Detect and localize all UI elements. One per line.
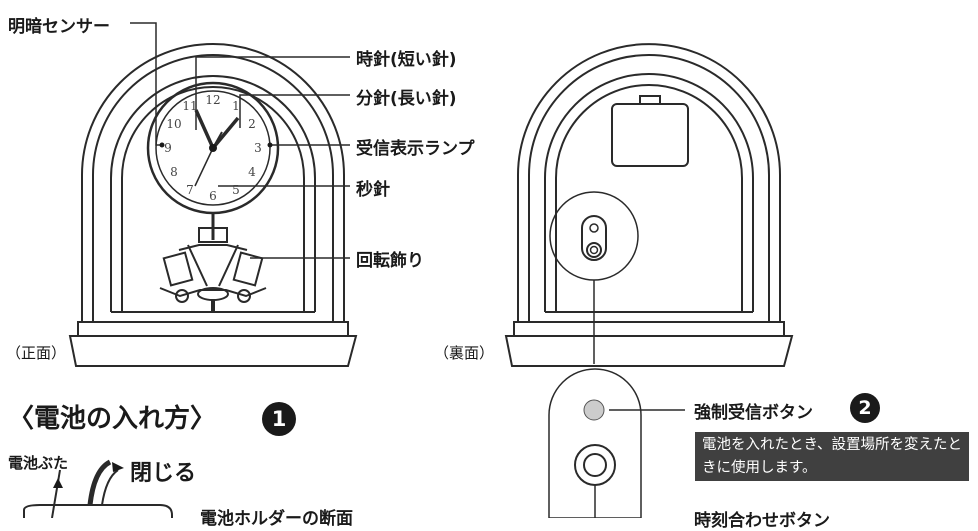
- front-arch-outer: [81, 43, 345, 322]
- ornament-right: [232, 251, 264, 287]
- close-label: 閉じる: [130, 461, 197, 486]
- back-base: [504, 335, 794, 367]
- svg-text:8: 8: [170, 165, 178, 179]
- reception-lamp-label: 受信表示ランプ: [356, 139, 475, 159]
- hour-hand: [211, 116, 240, 150]
- svg-text:11: 11: [182, 99, 197, 113]
- svg-text:10: 10: [166, 117, 181, 131]
- battery-heading: 〈電池の入れ方〉: [8, 404, 217, 434]
- svg-text:12: 12: [205, 93, 220, 107]
- minute-hand-label: 分針(長い針): [356, 89, 457, 109]
- rotating-ornament-label: 回転飾り: [356, 251, 424, 271]
- battery-cover-label: 電池ぶた: [8, 454, 69, 472]
- front-base-top: [77, 321, 349, 337]
- svg-text:1: 1: [232, 99, 240, 113]
- light-sensor-label: 明暗センサー: [8, 17, 110, 37]
- front-arch-inner: [121, 86, 305, 312]
- second-hand-label: 秒針: [356, 180, 390, 200]
- time-set-button-label: 時刻合わせボタン: [694, 511, 830, 531]
- button-zoom-circle: [549, 191, 639, 281]
- hour-hand-label: 時針(短い針): [356, 50, 457, 70]
- svg-text:9: 9: [164, 141, 172, 155]
- battery-holder-section-label: 電池ホルダーの断面: [200, 509, 353, 529]
- front-arch-2: [92, 54, 334, 322]
- clock-bezel: [146, 81, 280, 215]
- force-receive-note: 電池を入れたとき、設置場所を変えたときに使用します。: [695, 432, 969, 481]
- front-arch-3: [110, 75, 316, 312]
- svg-text:5: 5: [232, 183, 240, 197]
- svg-text:7: 7: [186, 183, 194, 197]
- second-hand: [194, 147, 214, 187]
- back-caption: （裏面）: [434, 344, 495, 362]
- svg-text:2: 2: [248, 117, 256, 131]
- svg-text:6: 6: [209, 189, 217, 203]
- back-arch-outer: [517, 43, 781, 322]
- step-1-badge: 1: [262, 402, 296, 436]
- front-caption: （正面）: [6, 344, 67, 362]
- ornament-left: [162, 251, 194, 287]
- svg-text:3: 3: [254, 141, 262, 155]
- step-2-badge: 2: [850, 393, 880, 423]
- clock-dial: [155, 90, 271, 206]
- force-receive-button-label: 強制受信ボタン: [694, 403, 813, 423]
- button-detail-capsule: [548, 368, 642, 518]
- battery-compartment-cover: [611, 103, 689, 167]
- front-base: [68, 335, 358, 367]
- svg-text:4: 4: [248, 165, 256, 179]
